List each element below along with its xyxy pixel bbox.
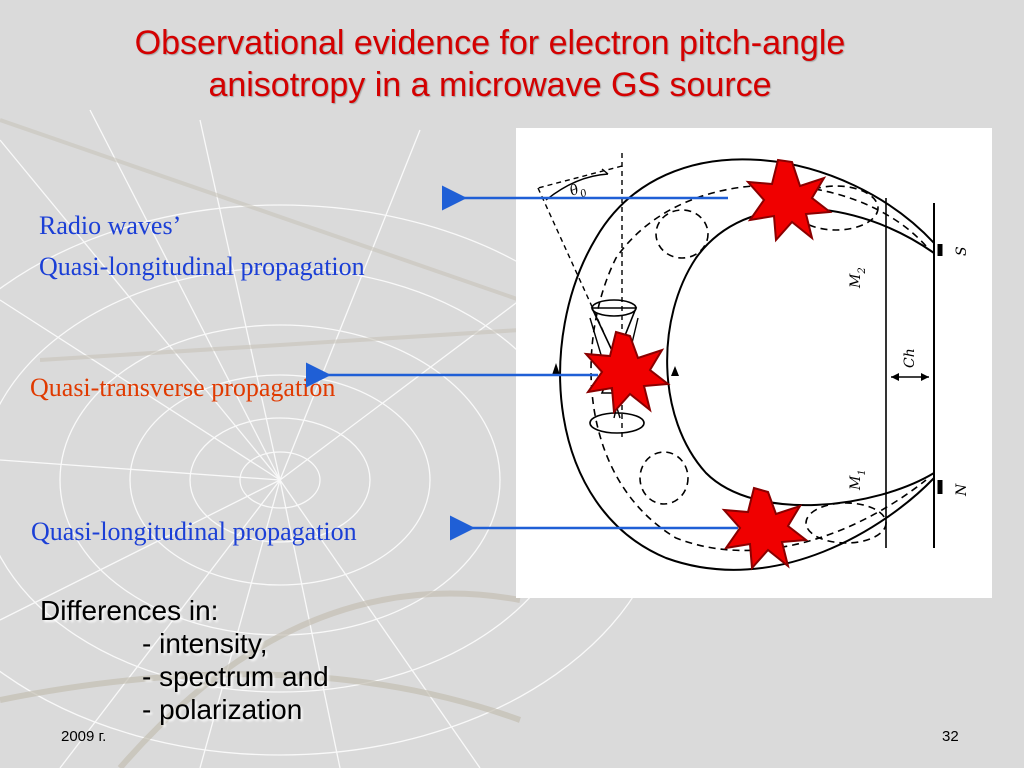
differences-list: Differences in: - intensity, - spectrum … [40, 594, 329, 726]
difference-item: - spectrum and [142, 661, 329, 692]
ch-label: Ch [902, 348, 918, 368]
m1-label: M1 [848, 469, 868, 491]
label-quasi-longitudinal-top: Quasi-longitudinal propagation [39, 252, 365, 281]
outer-loop-line [559, 158, 935, 571]
slide-title: Observational evidence for electron pitc… [30, 22, 950, 106]
inner-loop-line [666, 207, 935, 507]
title-line-2: anisotropy in a microwave GS source [208, 66, 772, 104]
difference-item: - polarization [142, 694, 303, 725]
s-label: S [954, 246, 970, 256]
dashed-cell-bottom [639, 451, 689, 505]
page-number: 32 [942, 728, 959, 745]
emission-cone [590, 307, 638, 394]
differences-heading: Differences in: [40, 595, 219, 626]
title-line-1: Observational evidence for electron pitc… [134, 24, 846, 62]
label-quasi-transverse: Quasi-transverse propagation [30, 373, 336, 402]
difference-item: - intensity, [142, 628, 268, 659]
dashed-cell-top [655, 209, 709, 259]
dashed-cell-right-bottom [805, 502, 887, 544]
theta-arc [545, 173, 609, 201]
magnetic-loop-diagram: θ0 M2 M1 Ch S N [537, 153, 970, 571]
n-label: N [954, 483, 970, 497]
theta-label: θ0 [568, 179, 590, 203]
label-quasi-longitudinal-bottom: Quasi-longitudinal propagation [31, 517, 357, 546]
footer-date: 2009 г. [61, 728, 107, 745]
magnetic-loop-figure: θ0 M2 M1 Ch S N [516, 128, 992, 598]
m2-label: M2 [848, 267, 868, 289]
label-radio-waves: Radio waves’ [39, 211, 182, 240]
